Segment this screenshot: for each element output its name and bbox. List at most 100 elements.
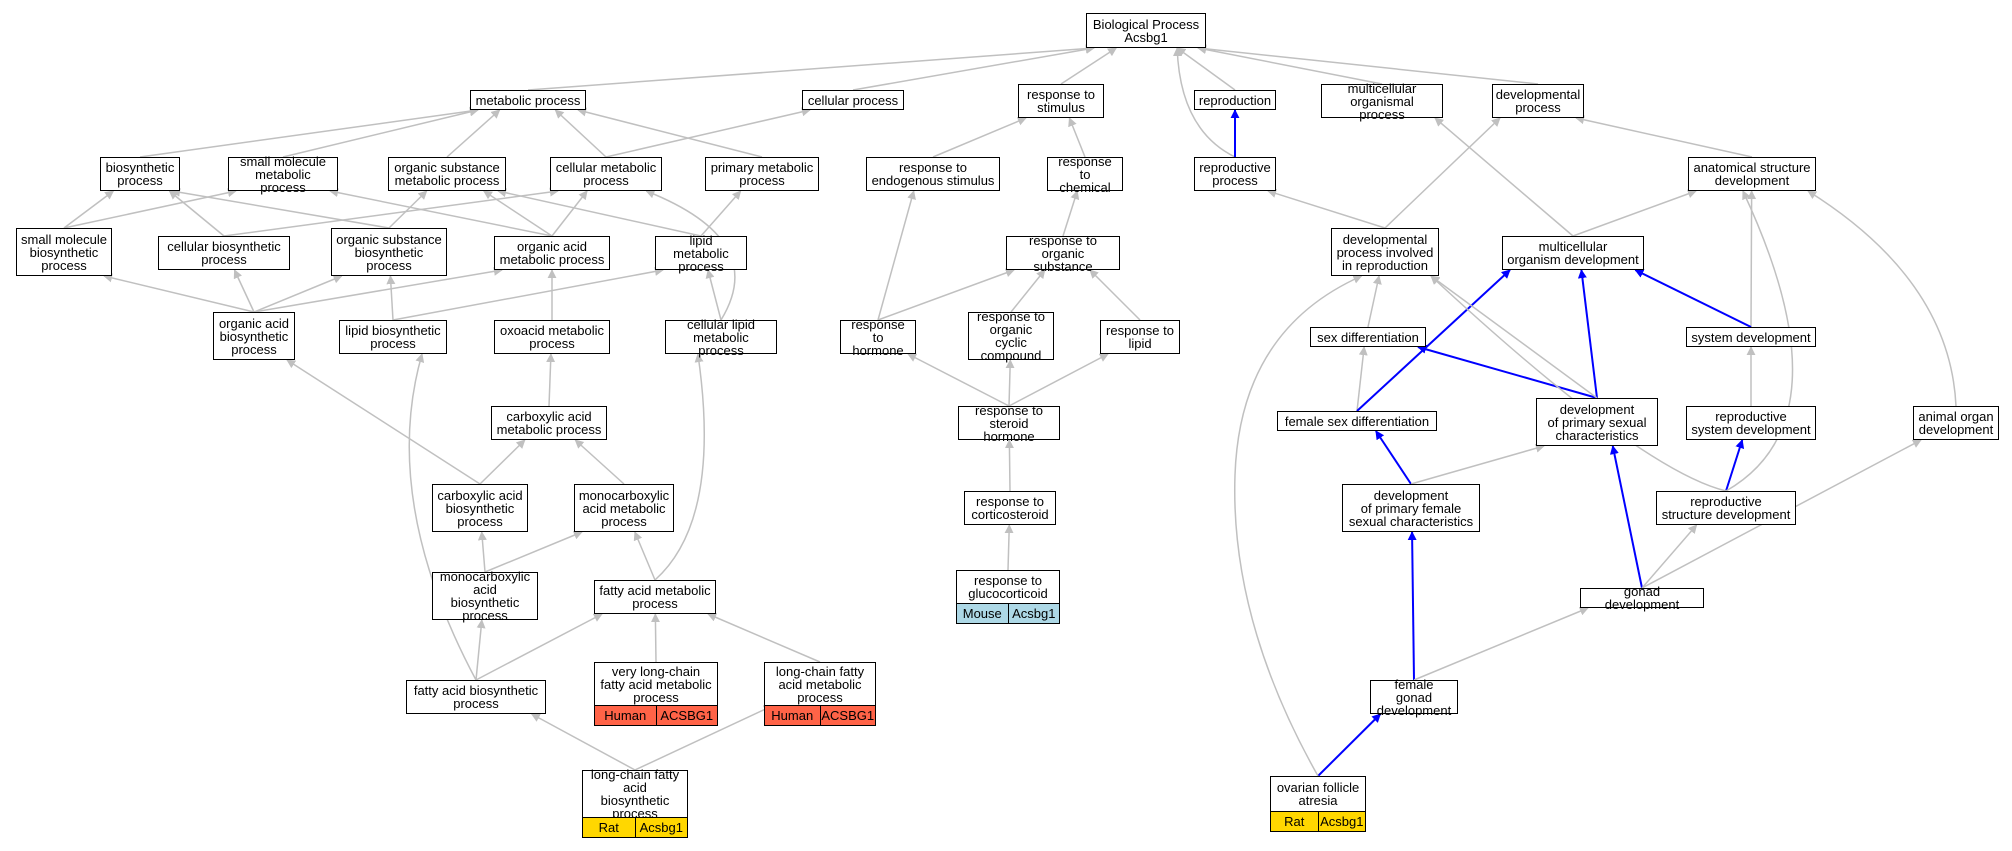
edge-response_stimulus-to-root	[1060, 47, 1118, 85]
edge-lipid_biosynthetic-to-org_subst_biosynthetic	[386, 275, 396, 321]
node-long-chain-biosynthetic[interactable]: long-chain fatty acid biosynthetic proce…	[582, 768, 688, 820]
node-reproductive-structure-dev[interactable]: reproductive structure development	[1656, 491, 1796, 525]
node-resp-org-substance[interactable]: response to organic substance	[1006, 234, 1120, 273]
node-resp-lipid[interactable]: response to lipid	[1100, 320, 1180, 354]
node-reproductive-system-dev[interactable]: reproductive system development	[1686, 406, 1816, 440]
node-small-mol-biosynthetic[interactable]: small molecule biosynthetic process	[16, 228, 112, 276]
gene-tag: ACSBG1	[656, 704, 718, 726]
node-cellular-biosynthetic[interactable]: cellular biosynthetic process	[158, 236, 290, 270]
node-animal-organ-dev[interactable]: animal organ development	[1913, 406, 1999, 440]
node-female-gonad-dev[interactable]: female gonad development	[1370, 678, 1458, 717]
node-gonad-dev[interactable]: gonad development	[1580, 585, 1704, 611]
edge-ovarian_follicle_atresia-to-female_gonad_dev	[1317, 713, 1382, 777]
edge-resp_corticosteroid-to-resp_steroid	[1004, 439, 1014, 492]
node-cellular-process[interactable]: cellular process	[802, 90, 904, 110]
edge-carboxylic_biosynthetic-to-carboxylic_metabolic	[479, 439, 526, 485]
node-lipid-metabolic[interactable]: lipid metabolic process	[655, 234, 747, 273]
node-org-acid-biosynthetic[interactable]: organic acid biosynthetic process	[213, 312, 295, 360]
node-fatty-acid-metabolic[interactable]: fatty acid metabolic process	[594, 580, 716, 614]
node-reproductive-process[interactable]: reproductive process	[1194, 157, 1276, 191]
node-resp-corticosteroid[interactable]: response to corticosteroid	[964, 491, 1056, 525]
edge-resp_endogenous-to-response_stimulus	[932, 116, 1027, 158]
edge-dev_in_reproduction-to-developmental	[1384, 117, 1501, 229]
node-dev-primary-female[interactable]: development of primary female sexual cha…	[1342, 484, 1480, 532]
edge-female_gonad_dev-to-gonad_dev	[1413, 606, 1589, 681]
node-sex-diff[interactable]: sex differentiation	[1310, 327, 1426, 347]
node-resp-endogenous[interactable]: response to endogenous stimulus	[866, 157, 1000, 191]
node-long-chain-metabolic[interactable]: long-chain fatty acid metabolic process	[764, 662, 876, 706]
node-resp-hormone[interactable]: response to hormone	[840, 318, 916, 357]
node-lipid-biosynthetic[interactable]: lipid biosynthetic process	[339, 320, 447, 354]
edge-system_dev-to-multicellular_org_dev	[1634, 269, 1752, 328]
edge-lipid_metabolic-to-org_subst_metabolic	[497, 188, 702, 237]
edge-cellular_metabolic-to-metabolic	[554, 109, 607, 158]
node-metabolic[interactable]: metabolic process	[470, 90, 586, 110]
node-resp-org-cyclic[interactable]: response to organic cyclic compound	[968, 310, 1054, 362]
edge-resp_glucocorticoid-to-resp_corticosteroid	[1004, 524, 1014, 571]
node-response-stimulus[interactable]: response to stimulus	[1018, 84, 1104, 118]
edge-primary_metabolic-to-metabolic	[577, 107, 763, 158]
node-very-long-chain[interactable]: very long-chain fatty acid metabolic pro…	[594, 662, 718, 706]
node-resp-glucocorticoid[interactable]: response to glucocorticoid	[956, 570, 1060, 604]
edge-resp_hormone-to-resp_org_substance	[877, 268, 1015, 321]
node-ovarian-follicle-atresia[interactable]: ovarian follicle atresia	[1270, 776, 1366, 812]
edge-dev_primary_female-to-dev_primary_sexual	[1410, 443, 1545, 485]
edge-small_mol_metabolic-to-metabolic	[282, 107, 479, 158]
edge-org_acid_metabolic-to-small_mol_metabolic	[329, 188, 553, 237]
node-reproduction[interactable]: reproduction	[1194, 90, 1276, 110]
edge-long_chain_metabolic-to-fatty_acid_metabolic	[707, 613, 821, 663]
node-primary-metabolic[interactable]: primary metabolic process	[705, 157, 819, 191]
edge-female_sex_diff-to-sex_diff	[1356, 346, 1368, 412]
edge-org_subst_biosynthetic-to-biosynthetic	[171, 187, 390, 229]
edge-resp_org_cyclic-to-resp_org_substance	[1010, 269, 1046, 313]
edge-resp_hormone-to-resp_endogenous	[877, 190, 916, 321]
node-developmental[interactable]: developmental process	[1492, 84, 1584, 118]
node-monocarboxylic-metabolic[interactable]: monocarboxylic acid metabolic process	[574, 484, 674, 532]
gene-tag: Acsbg1	[1008, 602, 1060, 624]
edge-fatty_acid_metabolic-to-cellular_lipid_metabolic	[654, 353, 706, 581]
node-fatty-acid-biosynthetic[interactable]: fatty acid biosynthetic process	[406, 680, 546, 714]
edge-animal_organ_dev-to-anatomical_dev	[1807, 190, 1957, 407]
node-anatomical-dev[interactable]: anatomical structure development	[1688, 157, 1816, 191]
edge-resp_steroid-to-resp_lipid	[1008, 353, 1109, 407]
node-org-subst-biosynthetic[interactable]: organic substance biosynthetic process	[331, 228, 447, 276]
node-carboxylic-metabolic[interactable]: carboxylic acid metabolic process	[491, 406, 607, 440]
edge-reproductive_structure_dev-to-reproductive_system_dev	[1725, 439, 1745, 492]
edge-fatty_acid_biosynthetic-to-monocarboxylic_biosynthetic	[475, 619, 486, 681]
edge-lipid_metabolic-to-primary_metabolic	[700, 190, 742, 237]
species-tag: Rat	[582, 816, 636, 838]
node-biosynthetic[interactable]: biosynthetic process	[100, 157, 180, 191]
edge-metabolic-to-root	[527, 44, 1095, 91]
edge-dev_primary_female-to-female_sex_diff	[1375, 430, 1412, 485]
node-dev-primary-sexual[interactable]: development of primary sexual characteri…	[1536, 398, 1658, 446]
node-cellular-metabolic[interactable]: cellular metabolic process	[550, 157, 662, 191]
node-resp-steroid[interactable]: response to steroid hormone	[958, 404, 1060, 443]
node-root[interactable]: Biological Process Acsbg1	[1086, 13, 1206, 48]
edge-reproductive_process-to-root	[1172, 47, 1236, 158]
node-resp-chemical[interactable]: response to chemical	[1047, 155, 1123, 194]
edge-fatty_acid_biosynthetic-to-lipid_biosynthetic	[408, 353, 477, 681]
node-female-sex-diff[interactable]: female sex differentiation	[1277, 411, 1437, 431]
edge-reproductive_structure_dev-to-anatomical_dev	[1725, 190, 1794, 492]
node-multicellular-organismal[interactable]: multicellular organismal process	[1321, 82, 1443, 121]
edge-dev_primary_sexual-to-sex_diff	[1417, 344, 1598, 399]
edge-dev_in_reproduction-to-reproductive_process	[1267, 189, 1386, 229]
node-dev-in-reproduction[interactable]: developmental process involved in reprod…	[1331, 228, 1439, 276]
edge-carboxylic_metabolic-to-oxoacid_metabolic	[546, 353, 556, 407]
node-oxoacid-metabolic[interactable]: oxoacid metabolic process	[494, 320, 610, 354]
node-carboxylic-biosynthetic[interactable]: carboxylic acid biosynthetic process	[432, 484, 528, 532]
node-system-dev[interactable]: system development	[1686, 327, 1816, 347]
gene-tag: Acsbg1	[1318, 810, 1366, 832]
node-monocarboxylic-biosynthetic[interactable]: monocarboxylic acid biosynthetic process	[432, 570, 538, 622]
node-small-mol-metabolic[interactable]: small molecule metabolic process	[228, 155, 338, 194]
edge-small_mol_biosynthetic-to-biosynthetic	[63, 190, 115, 229]
edge-multicellular_org_dev-to-multicellular_organismal	[1434, 117, 1574, 237]
edge-lipid_biosynthetic-to-lipid_metabolic	[392, 267, 664, 321]
edge-org_acid_biosynthetic-to-org_acid_metabolic	[253, 266, 503, 313]
node-cellular-lipid-metabolic[interactable]: cellular lipid metabolic process	[665, 318, 777, 357]
node-org-subst-metabolic[interactable]: organic substance metabolic process	[388, 157, 506, 191]
edge-developmental-to-root	[1197, 44, 1539, 85]
node-org-acid-metabolic[interactable]: organic acid metabolic process	[494, 236, 610, 270]
node-multicellular-org-dev[interactable]: multicellular organism development	[1502, 236, 1644, 270]
